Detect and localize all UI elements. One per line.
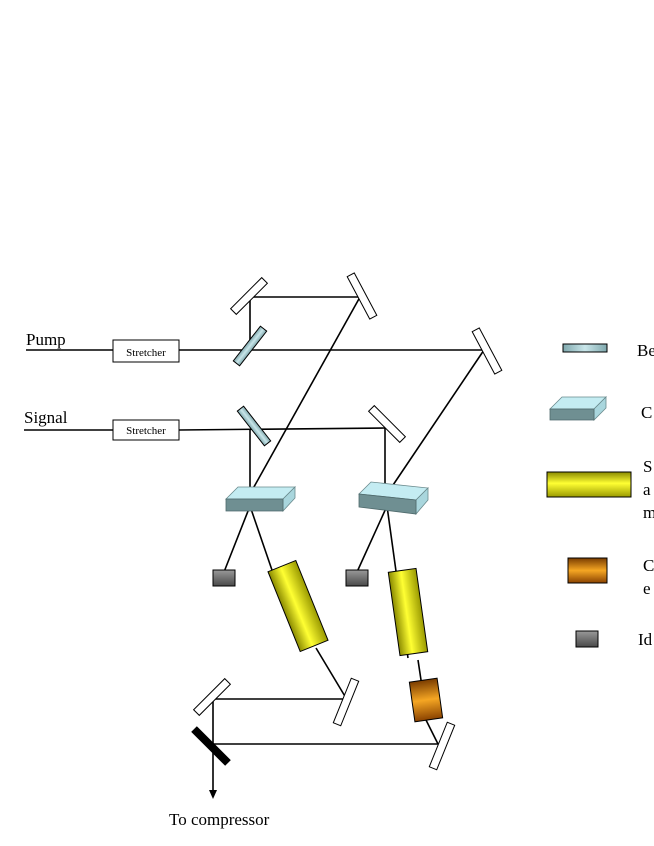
signal-input: Signal Stretcher (24, 408, 386, 441)
legend-item-compensator: C e (567, 556, 654, 598)
crystal-1 (225, 486, 296, 513)
output-label: To compressor (169, 810, 270, 829)
mirror-signal-right (367, 404, 407, 444)
legend-item-gain-medium: S a m (546, 457, 654, 522)
pump-label: Pump (26, 330, 66, 349)
crystal-2 (358, 481, 429, 516)
legend-beamsplitter-swatch (562, 343, 608, 353)
mirror-pump-right (471, 327, 503, 375)
legend-crystal-label: C (641, 403, 652, 422)
legend-gain-line-2: a (643, 480, 651, 499)
dump-1 (212, 569, 236, 587)
beam-paths (209, 296, 485, 799)
pump-stretcher-label: Stretcher (126, 347, 166, 359)
mirror-pump-top-left (229, 276, 269, 316)
legend-compensator-swatch (567, 557, 608, 584)
dump-2 (345, 569, 369, 587)
mirrors (192, 272, 503, 771)
legend-dump-swatch (575, 630, 599, 648)
mirror-lower-right-1 (332, 677, 360, 727)
beamsplitter-signal (236, 405, 272, 447)
legend-gain-swatch (546, 471, 632, 498)
signal-label: Signal (24, 408, 68, 427)
beamsplitter-pump (232, 325, 268, 367)
legend-gain-line-3: m (643, 503, 654, 522)
mirror-lower-right-2 (428, 721, 456, 771)
gain-medium-2 (387, 567, 429, 657)
mirror-lower-left (192, 677, 232, 717)
legend-item-beamsplitter: Be (562, 341, 654, 360)
beamsplitters (232, 325, 272, 447)
compensator (408, 677, 444, 723)
legend-dump-label: Id (638, 630, 653, 649)
output-mirror (191, 726, 231, 766)
idler-dumps (212, 569, 369, 587)
legend-item-crystal: C (549, 396, 652, 422)
mirror-pump-top-right (346, 272, 378, 320)
legend-item-idler-dump: Id (575, 630, 653, 649)
legend-beamsplitter-label: Be (637, 341, 654, 360)
gain-media (267, 559, 429, 657)
legend-compensator-line-1: C (643, 556, 654, 575)
pump-input: Pump Stretcher (26, 330, 484, 363)
output-arrow-icon (209, 790, 217, 799)
signal-stretcher-label: Stretcher (126, 425, 166, 437)
legend: Be C S a m C e Id (546, 341, 654, 649)
legend-gain-line-1: S (643, 457, 652, 476)
pump-stretcher-box (112, 339, 180, 363)
legend-compensator-line-2: e (643, 579, 651, 598)
gain-medium-1 (267, 559, 329, 653)
